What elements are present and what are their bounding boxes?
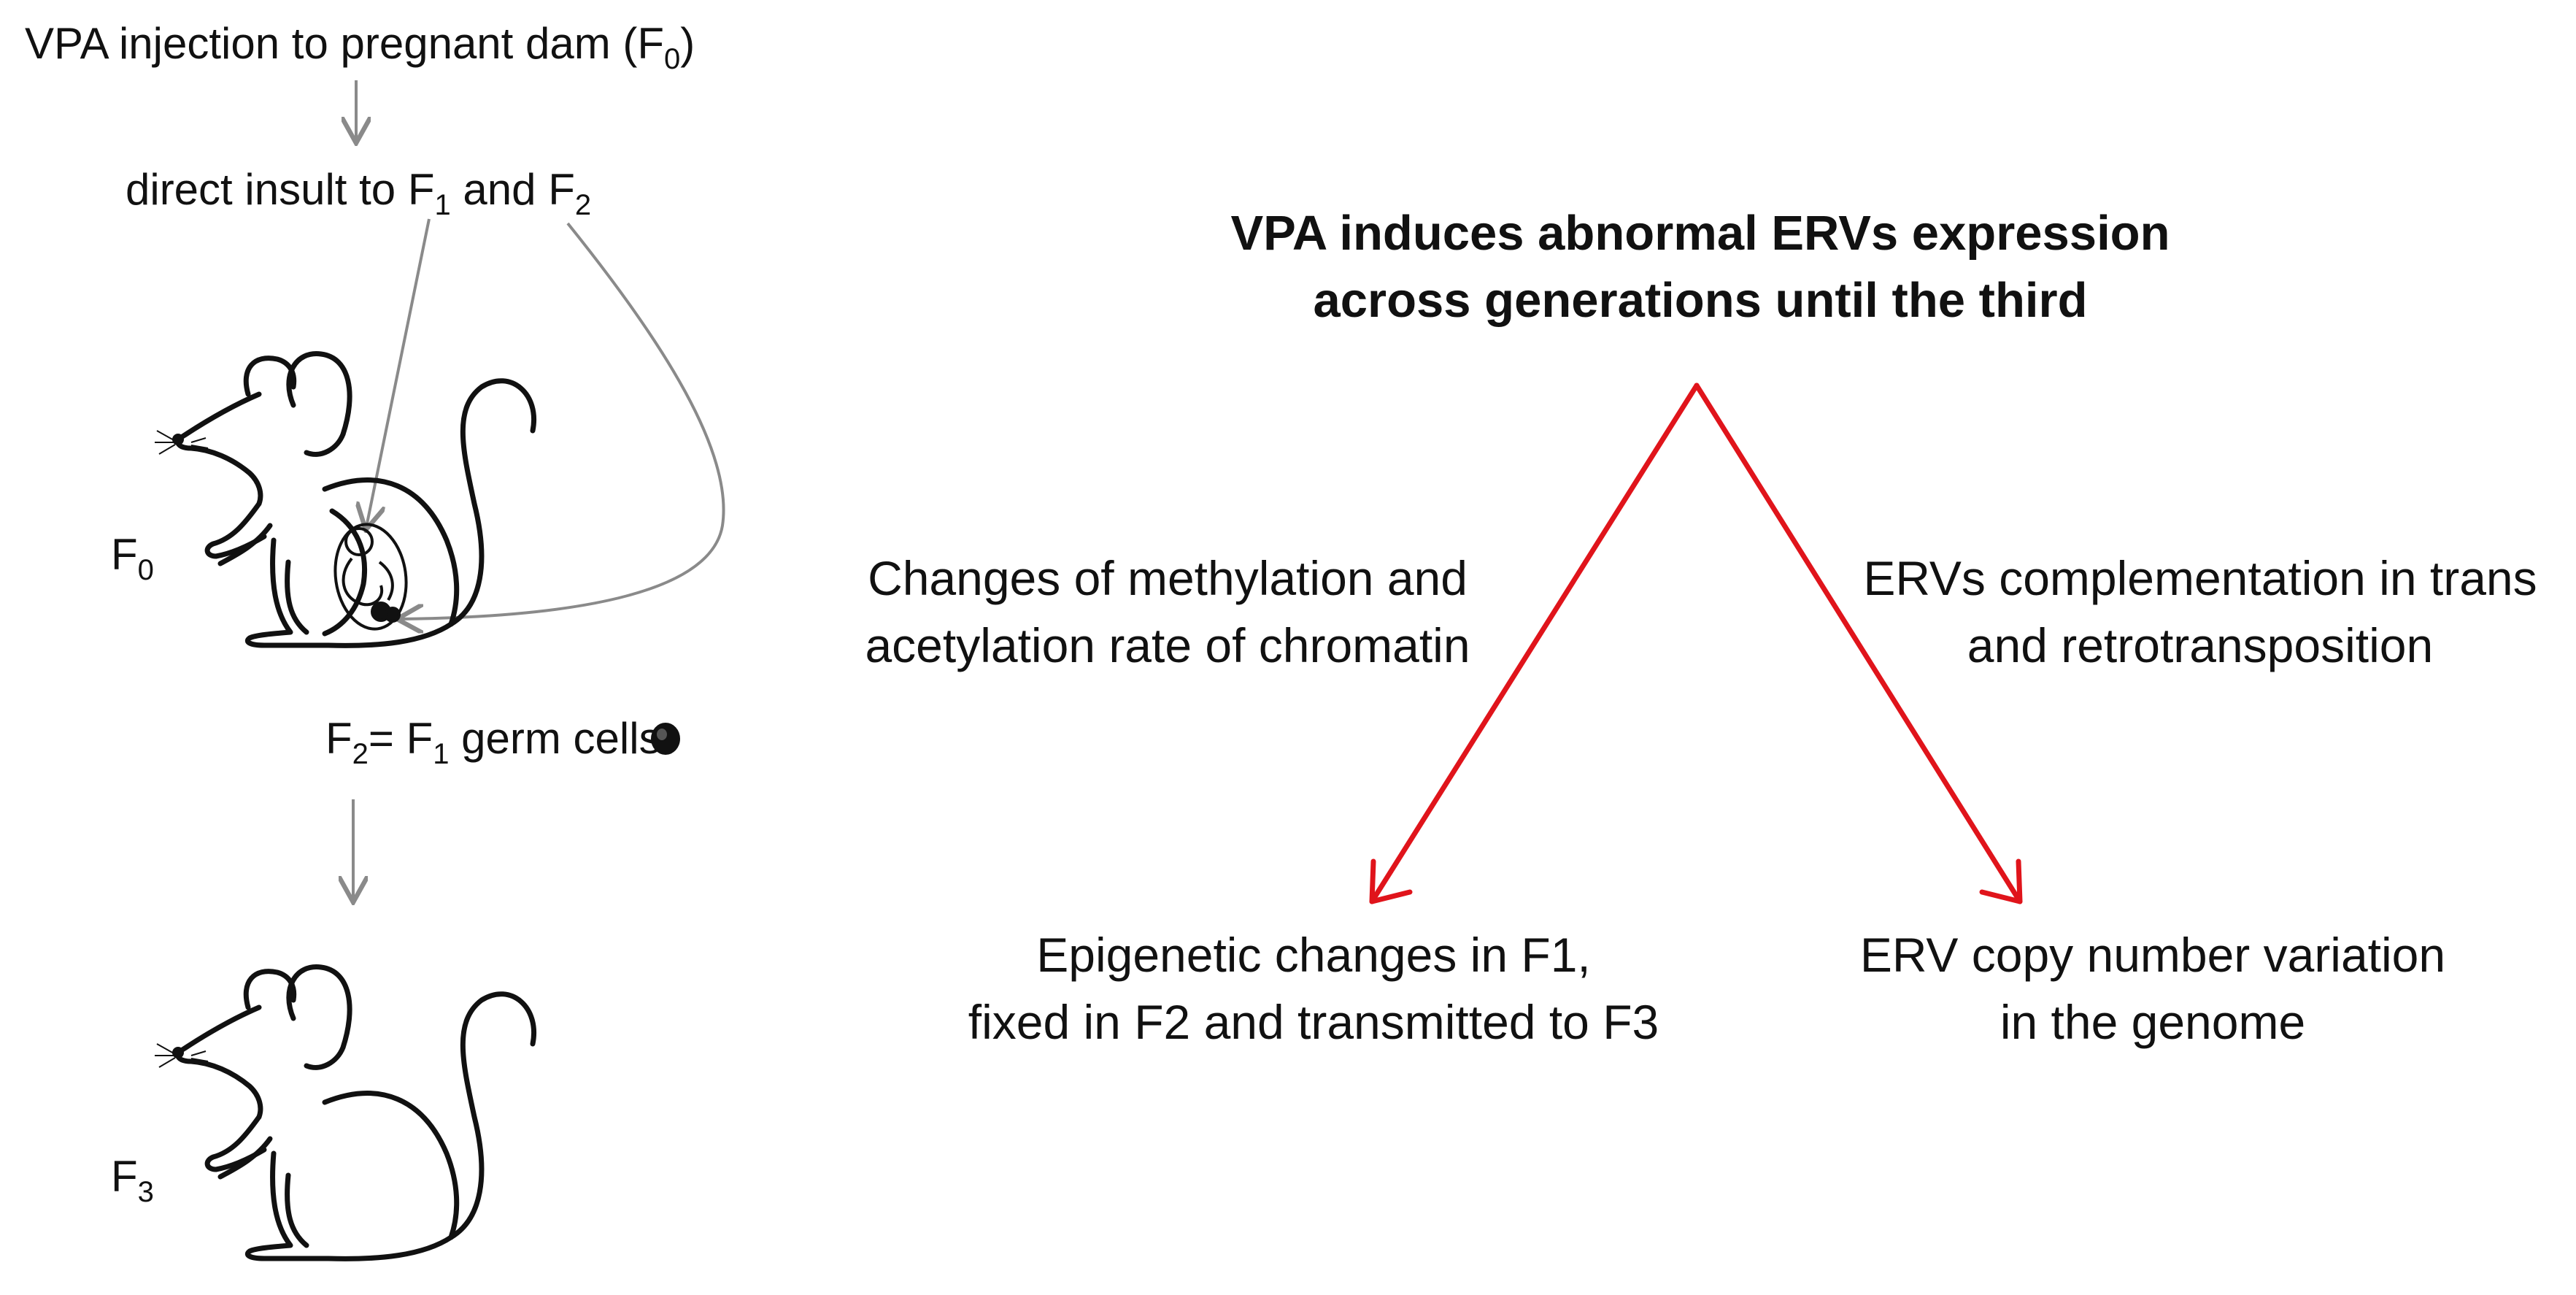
- outcome-epigenetic: Epigenetic changes in F1, fixed in F2 an…: [968, 928, 1659, 1049]
- f3-label: F3: [111, 1152, 154, 1208]
- mechanism-epigenetic: Changes of methylation and acetylation r…: [865, 551, 1470, 672]
- main-title: VPA induces abnormal ERVs expression acr…: [1230, 206, 2170, 328]
- red-arrow-right: [1694, 383, 2023, 904]
- red-branch-arrows: [1369, 383, 2023, 904]
- embryo-icon: [333, 523, 408, 631]
- germ-cell-dot-icon: [651, 723, 680, 755]
- whiskers-f0: [155, 430, 209, 455]
- step-vpa-injection: VPA injection to pregnant dam (F0): [25, 19, 695, 75]
- germ-cells-label: F2= F1 germ cells: [325, 714, 661, 770]
- arrow-insult-to-f1: [366, 218, 431, 527]
- red-arrowhead-left: [1369, 858, 1413, 904]
- whiskers-f3: [155, 1043, 209, 1068]
- f0-label: F0: [111, 530, 154, 586]
- step-direct-insult: direct insult to F1 and F2: [126, 165, 592, 221]
- arrow-insult-to-f2: [400, 222, 725, 619]
- outcome-copy-number: ERV copy number variation in the genome: [1859, 928, 2446, 1049]
- red-arrowhead-right: [1979, 858, 2023, 904]
- red-arrow-left: [1369, 383, 1700, 904]
- mechanism-retrotransposition: ERVs complementation in trans and retrot…: [1863, 551, 2537, 672]
- mouse-icon-f0: [175, 351, 536, 648]
- mouse-icon-f3: [175, 964, 536, 1261]
